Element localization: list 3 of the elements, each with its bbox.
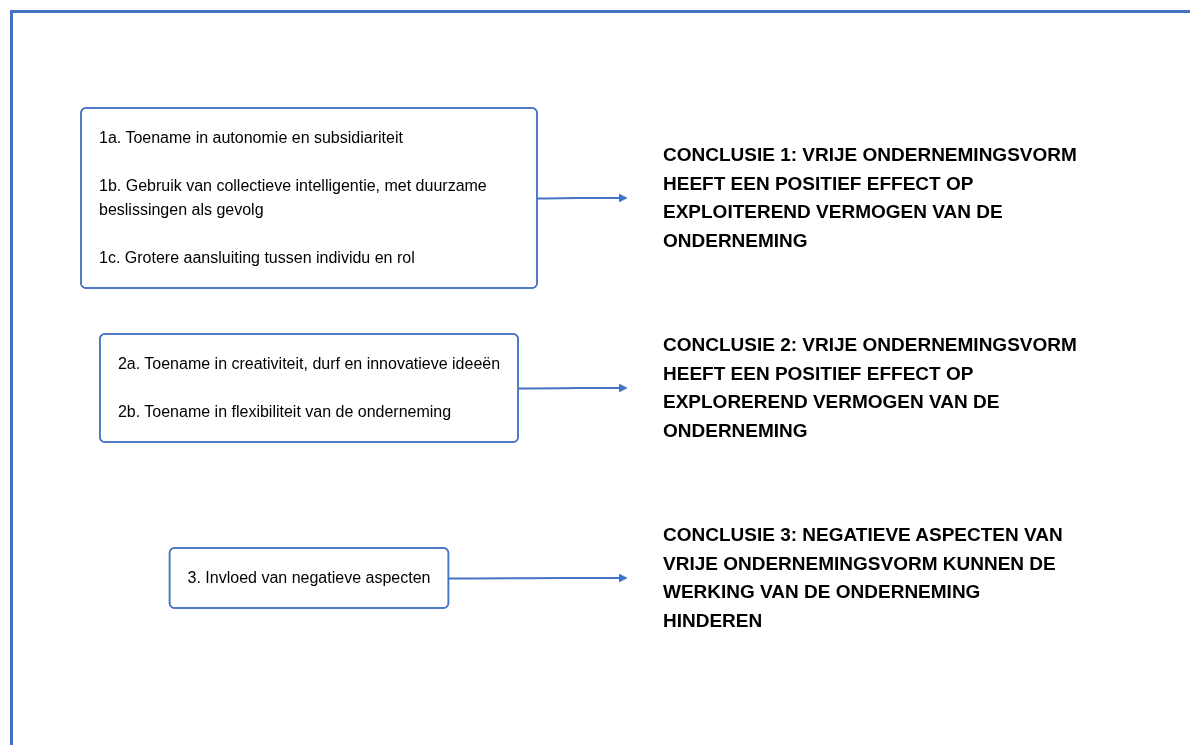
- node-text: CONCLUSIE 2: VRIJE ONDERNEMINGSVORM HEEFT EEN POSITIEF EFFECT OP EXPLOREREND VERMOGEN VAN DE ONDERNEMING: [663, 333, 1077, 440]
- node-text: CONCLUSIE 3: NEGATIEVE ASPECTEN VAN VRIJE ONDERNEMINGSVORM KUNNEN DE WERKING VAN DE ONDERNEMING HINDEREN: [663, 523, 1063, 630]
- node-text: CONCLUSIE 1: VRIJE ONDERNEMINGSVORM HEEFT EEN POSITIEF EFFECT OP EXPLOITEREND VERMOGEN VAN DE ONDERNEMING: [663, 143, 1077, 250]
